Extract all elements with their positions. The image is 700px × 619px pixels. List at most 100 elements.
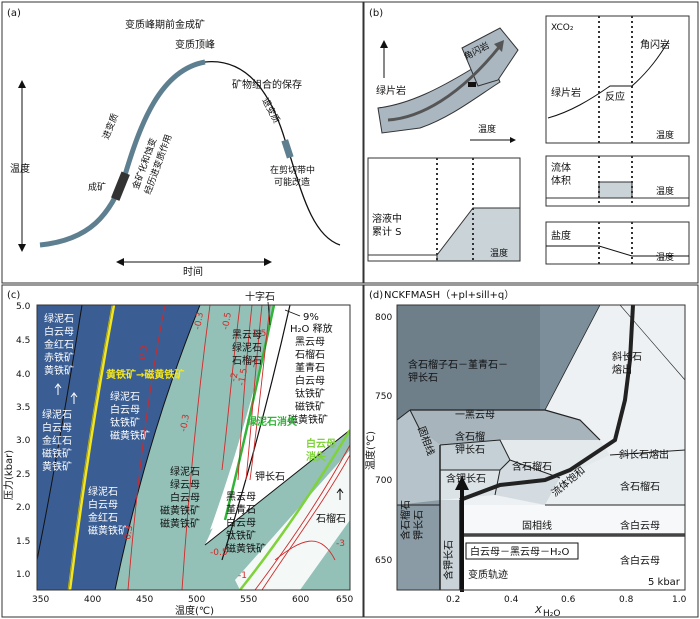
d-xlabel-sub: H₂O xyxy=(543,609,560,619)
d-xtick: 0.4 xyxy=(504,595,519,605)
d-pressure: 5 kbar xyxy=(648,577,681,588)
d-thin-2 xyxy=(619,304,686,381)
c-zone-text: 白云母 xyxy=(42,421,72,434)
c-arrow-icon xyxy=(336,488,344,500)
peak-label: 变质顶峰 xyxy=(175,38,215,51)
c-zone-text: 白云母 xyxy=(226,516,256,529)
c-contour-9 xyxy=(274,540,336,561)
d-left-low xyxy=(397,500,440,590)
d-left-col-1: 含石榴石 xyxy=(399,500,412,540)
c-contour-labels: 0.3 -0.3 0.3 -0.3 1.5 -2 -1.5 -1 -0.5 -3… xyxy=(123,311,345,581)
d-metamorphic: 变质轨迹 xyxy=(468,568,508,581)
c-zone-text: 钛铁矿 xyxy=(295,387,325,400)
c-contour-label: 0.3 xyxy=(123,525,135,541)
c-h2o-1: 9% xyxy=(303,312,319,323)
c-boundary-4 xyxy=(204,429,350,546)
c-zone-text: 白云母 xyxy=(110,403,140,416)
d-f-top-2: 钾长石 xyxy=(408,371,438,384)
c-zone-text: 金红石 xyxy=(88,511,118,524)
prograde-label: 进变质 xyxy=(100,112,121,142)
c-h2o-2: H₂O 释放 xyxy=(290,322,333,335)
b-up-arrow-icon xyxy=(380,40,388,48)
d-white-band xyxy=(460,505,685,535)
c-pyrite-rxn: 黄铁矿→磁黄铁矿 xyxy=(106,368,184,381)
c-xtick: 600 xyxy=(292,595,309,605)
d-ytick: 700 xyxy=(375,476,392,486)
c-musc-line xyxy=(239,429,350,590)
d-xtick: 0.6 xyxy=(561,595,576,605)
d-gt-kfs-1: 含石榴 xyxy=(455,430,485,443)
d-plag-2: 熔出 xyxy=(612,363,632,376)
d-ytick: 650 xyxy=(375,556,392,566)
d-reaction-box xyxy=(465,542,579,560)
c-zone-text: 金红石 xyxy=(42,434,72,447)
c-zone-text: 白云母 xyxy=(44,325,74,338)
c-zone-text: 黄铁矿 xyxy=(42,460,72,473)
fluid-bump xyxy=(598,181,633,199)
c-staurolite-line xyxy=(267,301,271,326)
sol-label-1: 溶液中 xyxy=(372,212,402,225)
c-zone-left2: 绿泥石 白云母 金红石 磁铁矿 黄铁矿 xyxy=(42,408,72,473)
d-thin-1 xyxy=(544,304,601,411)
c-garnet: 石榴石 xyxy=(316,512,346,525)
c-zone-r2: 黑云母 石榴石 堇青石 白云母 钛铁矿 磁铁矿 磁黄铁矿 xyxy=(288,336,328,426)
fluid-label-1: 流体 xyxy=(551,161,571,174)
c-zone-text: 钛铁矿 xyxy=(226,529,256,542)
d-line-3 xyxy=(410,409,601,441)
d-musc: 含白云母 xyxy=(620,519,660,532)
c-ytick: 1.5 xyxy=(16,537,30,547)
panel-c: (c) xyxy=(1,284,364,618)
c-zone-text: 磁铁矿 xyxy=(295,400,325,413)
c-zone-left3: 绿泥石 白云母 金红石 磁黄铁矿 xyxy=(88,485,128,537)
c-zone-text: 磁黄铁矿 xyxy=(88,524,128,537)
fluid-label-2: 体积 xyxy=(551,175,571,187)
d-kfs-col-label: 含钾长石 xyxy=(442,540,455,580)
d-ylabel: 温度(℃) xyxy=(364,431,377,470)
salinity-curve xyxy=(546,245,689,257)
c-zone-text: 黑云母 xyxy=(232,329,262,341)
d-meta-arrow-head-icon xyxy=(455,476,469,490)
d-left-col-2: 钾长石 xyxy=(412,510,425,540)
panel-b-tag: (b) xyxy=(369,8,383,19)
c-contour-label: -0.5 xyxy=(210,548,228,558)
salinity-label: 盐度 xyxy=(551,229,571,242)
c-musc-out-2: 消失 xyxy=(306,450,327,463)
c-ytick: 4.0 xyxy=(16,370,31,380)
d-ytick: 800 xyxy=(375,313,392,323)
d-xtick: 0.8 xyxy=(619,595,634,605)
temp-arrow-down-icon xyxy=(18,244,26,252)
c-white-region xyxy=(210,305,350,530)
b-marker xyxy=(468,82,476,87)
c-contour-label: 1.5 xyxy=(252,329,266,339)
c-zone-text: 磁黄铁矿 xyxy=(110,429,150,442)
c-h2o-pointer xyxy=(284,309,301,317)
c-zone-mid2: 绿泥石 绿云母 白云母 磁黄铁矿 磁黄铁矿 xyxy=(160,465,200,530)
time-arrow-right-icon xyxy=(264,258,272,266)
c-contour-7 xyxy=(254,444,350,590)
c-zone-text: 黄铁矿 xyxy=(44,364,74,377)
c-xtick: 650 xyxy=(336,595,353,605)
panel-a-tag: (a) xyxy=(7,8,21,19)
time-arrow-left-icon xyxy=(116,258,124,266)
panel-a-title: 变质峰期前金成矿 xyxy=(125,18,205,31)
c-contour-label: -0.3 xyxy=(179,413,192,432)
c-zone-text: 磁黄铁矿 xyxy=(160,517,200,530)
c-contour-label: -0.3 xyxy=(193,311,206,330)
c-zone-text: 黑云母 xyxy=(295,336,325,348)
shear-label-2: 可能改造 xyxy=(274,176,310,188)
c-zone-text: 黑云母 xyxy=(226,491,256,503)
time-xlabel: 时间 xyxy=(183,265,203,278)
panel-a: (a) 变质峰期前金成矿 变质顶峰 温度 时间 进变质 金矿化和蚀变 经历进变质… xyxy=(1,1,364,284)
panel-c-frame xyxy=(1,284,364,618)
c-contour-2 xyxy=(181,305,211,590)
d-left-mid xyxy=(397,410,440,505)
d-plot-frame xyxy=(396,304,686,591)
c-ytick: 3.5 xyxy=(16,403,30,413)
c-contour-4 xyxy=(237,305,253,481)
c-zone-text: 绿泥石 xyxy=(44,312,74,325)
c-chlorite-out: 绿泥石消失 xyxy=(247,415,298,428)
d-xaxis: 0.2 0.4 0.6 0.8 1.0 X H₂O xyxy=(446,595,687,619)
d-bio: 一黑云母 xyxy=(455,409,495,421)
b-temp-label-1: 温度 xyxy=(478,123,496,135)
c-contour-label: -2 xyxy=(229,372,240,383)
